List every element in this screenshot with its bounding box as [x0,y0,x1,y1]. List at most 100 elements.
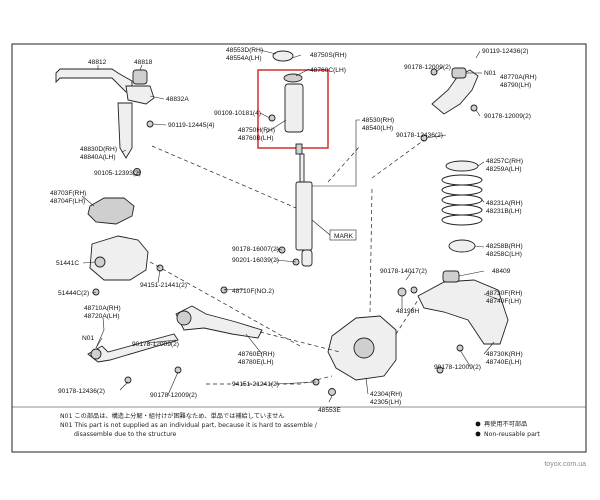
label-48554a[interactable]: 48554A(LH) [226,55,262,62]
label-90201-16039[interactable]: 90201-16039(2) [232,257,279,264]
label-48258b[interactable]: 48258B(RH) [486,243,523,250]
label-90119-12445[interactable]: 90119-12445(4) [168,122,214,129]
label-48409[interactable]: 48409 [492,268,511,275]
hub-center-shape [353,337,375,359]
arm-bush-shape [176,310,192,326]
bolt-left-bottom-shape [124,376,132,384]
leader-lines [81,49,501,403]
label-48750h[interactable]: 48750H(RH) [238,127,275,134]
label-48710a[interactable]: 48710A(RH) [84,305,121,312]
label-48540[interactable]: 48540(LH) [362,125,393,132]
label-48530[interactable]: 48530(RH) [362,117,394,124]
label-48740e[interactable]: 48740E(LH) [486,359,522,366]
label-48832a[interactable]: 48832A [166,96,189,103]
label-n01-right[interactable]: N01 [484,70,496,77]
label-90178-12009-e[interactable]: 90178-12009(2) [434,364,481,371]
stabilizer-bush-shape [132,69,148,85]
bolt-stab-shape [146,120,154,128]
label-94151-21241[interactable]: 94151-21241(2) [232,381,279,388]
label-90109-10181[interactable]: 90109-10181(4) [214,110,261,117]
part-labels: 48812 48818 48832A 90119-12445(4) 48830D… [50,47,537,414]
label-48760c[interactable]: 48760C(LH) [310,67,346,74]
label-48720a[interactable]: 48720A(LH) [84,313,120,320]
stabilizer-bar-shape [55,68,133,93]
stabilizer-group [55,68,182,384]
label-48840a[interactable]: 48840A(LH) [80,154,116,161]
trailing-arm-shape [175,305,263,339]
label-48259a[interactable]: 48259A(LH) [486,166,522,173]
label-48704f[interactable]: 48704F(LH) [50,198,85,205]
label-90178-12009-d[interactable]: 90178-12009(2) [484,113,531,120]
label-48812[interactable]: 48812 [88,59,107,66]
shock-group [257,50,357,267]
label-48760e[interactable]: 48760E(RH) [238,351,275,358]
toe-arm-shape [87,333,179,363]
label-mark[interactable]: MARK [334,233,354,240]
dust-boot-shape [284,83,304,133]
highlight-box [257,69,329,149]
label-n01-left[interactable]: N01 [82,335,94,342]
label-90178-14017[interactable]: 90178-14017(2) [380,268,427,275]
cover-shape [87,197,135,225]
bush-48198h-shape [397,287,407,297]
shock-eye-shape [301,249,313,267]
label-90105-12393[interactable]: 90105-12393(2) [94,170,141,177]
lower-arm-bush-shape [442,270,460,283]
label-48818[interactable]: 48818 [134,59,153,66]
label-48740f[interactable]: 48740F(LH) [486,298,521,305]
bolt-lower-c-shape [436,366,444,374]
label-48258c[interactable]: 48258C(LH) [486,251,522,258]
bolt-lower-b-shape [456,344,464,352]
label-48770a[interactable]: 48770A(RH) [500,74,537,81]
label-48730f[interactable]: 48730F(RH) [486,290,522,297]
label-48553d[interactable]: 48553D(RH) [226,47,263,54]
label-90178-12436-b[interactable]: 90178-12436(2) [396,132,443,139]
notes: N01 この部品は、構造上分解・組付けが困難なため、単品では補給していません N… [60,412,540,438]
label-42305[interactable]: 42305(LH) [370,399,401,406]
label-90178-12436-a[interactable]: 90178-12436(2) [58,388,105,395]
label-90178-16007[interactable]: 90178-16007(2) [232,246,279,253]
legend-dot-1 [475,421,481,427]
upper-arm-bush-shape [451,67,467,79]
label-48750s[interactable]: 48750S(RH) [310,52,347,59]
arm-hub-group [175,286,397,396]
bound-cap-shape [283,73,303,83]
label-48553e[interactable]: 48553E [318,407,341,414]
label-48790[interactable]: 48790(LH) [500,82,531,89]
label-90178-12009-a[interactable]: 90178-12009(2) [132,341,179,348]
spring-seat-bottom-shape [448,239,476,253]
watermark: toyox.com.ua [544,461,586,468]
spring-seat-top-shape [445,160,479,172]
shock-body-shape [295,181,313,251]
label-90178-12009-b[interactable]: 90178-12009(2) [150,392,197,399]
diagram-frame [11,43,587,453]
note-jp: N01 この部品は、構造上分解・組付けが困難なため、単品では補給していません [60,412,284,420]
toe-bush-shape [90,348,102,360]
label-48730k[interactable]: 48730K(RH) [486,351,523,358]
label-90119-12436[interactable]: 90119-12436(2) [482,48,528,55]
label-48703f[interactable]: 48703F(RH) [50,190,86,197]
upper-arm-shape [431,69,479,115]
label-51444c[interactable]: 51444C(2) [58,290,89,297]
label-48830d[interactable]: 48830D(RH) [80,146,117,153]
label-48257c[interactable]: 48257C(RH) [486,158,523,165]
nut-90109-shape [268,114,276,122]
bolt-upper-a-shape [430,68,438,76]
carrier-bracket-shape [89,235,149,281]
label-48780e[interactable]: 48780E(LH) [238,359,274,366]
label-51441c[interactable]: 51441C [56,260,79,267]
label-48710f[interactable]: 48710F(NO.2) [232,288,274,295]
label-48198h[interactable]: 48198H [396,308,419,315]
coil-spring-shape [441,174,483,226]
label-48231b[interactable]: 48231B(LH) [486,208,522,215]
label-94151-21441[interactable]: 94151-21441(2) [140,282,187,289]
nut-48553e-shape [328,388,336,396]
label-90178-12009-c[interactable]: 90178-12009(2) [404,64,451,71]
label-42304[interactable]: 42304(RH) [370,391,402,398]
note-en-1: N01 This part is not supplied as an indi… [60,422,318,429]
label-48231a[interactable]: 48231A(RH) [486,200,523,207]
bolt-left-bottom2-shape [174,366,182,374]
label-48760b[interactable]: 48760B(LH) [238,135,274,142]
upper-support-shape [272,50,294,62]
